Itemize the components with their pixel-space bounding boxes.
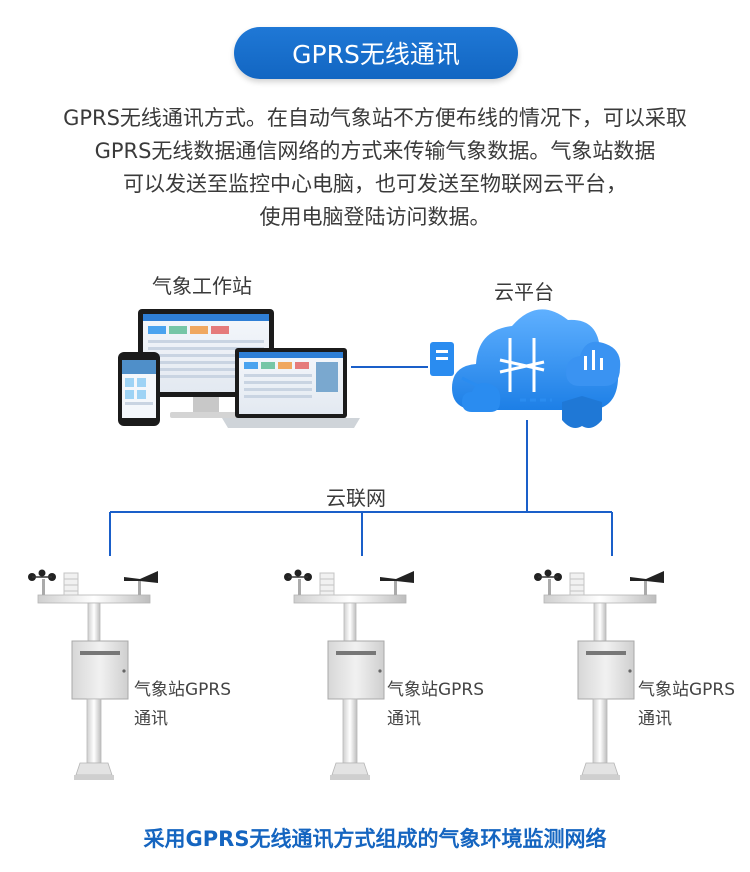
- station-label-line: 通讯: [387, 709, 421, 729]
- station-label-line: 通讯: [134, 709, 168, 729]
- footer-caption: 采用GPRS无线通讯方式组成的气象环境监测网络: [143, 827, 607, 851]
- station-label: 气象站GPRS 通讯: [387, 676, 484, 734]
- station-label: 气象站GPRS 通讯: [134, 676, 231, 734]
- weather-station-icon: [27, 568, 159, 781]
- station-label-line: 气象站GPRS: [387, 680, 485, 700]
- weather-station-icon: [533, 568, 665, 781]
- cloud-platform-label: 云平台: [494, 280, 554, 304]
- cloud-platform-icon: [430, 309, 621, 428]
- weather-station-icon: [283, 568, 415, 781]
- smartphone-icon: [118, 352, 160, 426]
- laptop-icon: [222, 348, 360, 428]
- network-lines: [109, 420, 613, 556]
- intro-paragraph: GPRS无线通讯方式。在自动气象站不方便布线的情况下，可以采取 GPRS无线数据…: [0, 102, 750, 234]
- intro-line: GPRS无线通讯方式。在自动气象站不方便布线的情况下，可以采取: [63, 106, 687, 130]
- intro-line: 可以发送至监控中心电脑，也可发送至物联网云平台，: [123, 172, 627, 196]
- workstation-label: 气象工作站: [152, 274, 252, 298]
- intro-line: 使用电脑登陆访问数据。: [259, 205, 491, 229]
- intro-line: GPRS无线数据通信网络的方式来传输气象数据。气象站数据: [94, 139, 656, 163]
- page-title: GPRS无线通讯: [234, 27, 518, 79]
- station-label-line: 气象站GPRS: [638, 680, 736, 700]
- station-label-line: 通讯: [638, 709, 672, 729]
- station-label: 气象站GPRS 通讯: [638, 676, 750, 734]
- station-label-line: 气象站GPRS: [134, 680, 232, 700]
- workstation-devices: [118, 309, 360, 428]
- network-label: 云联网: [326, 486, 386, 510]
